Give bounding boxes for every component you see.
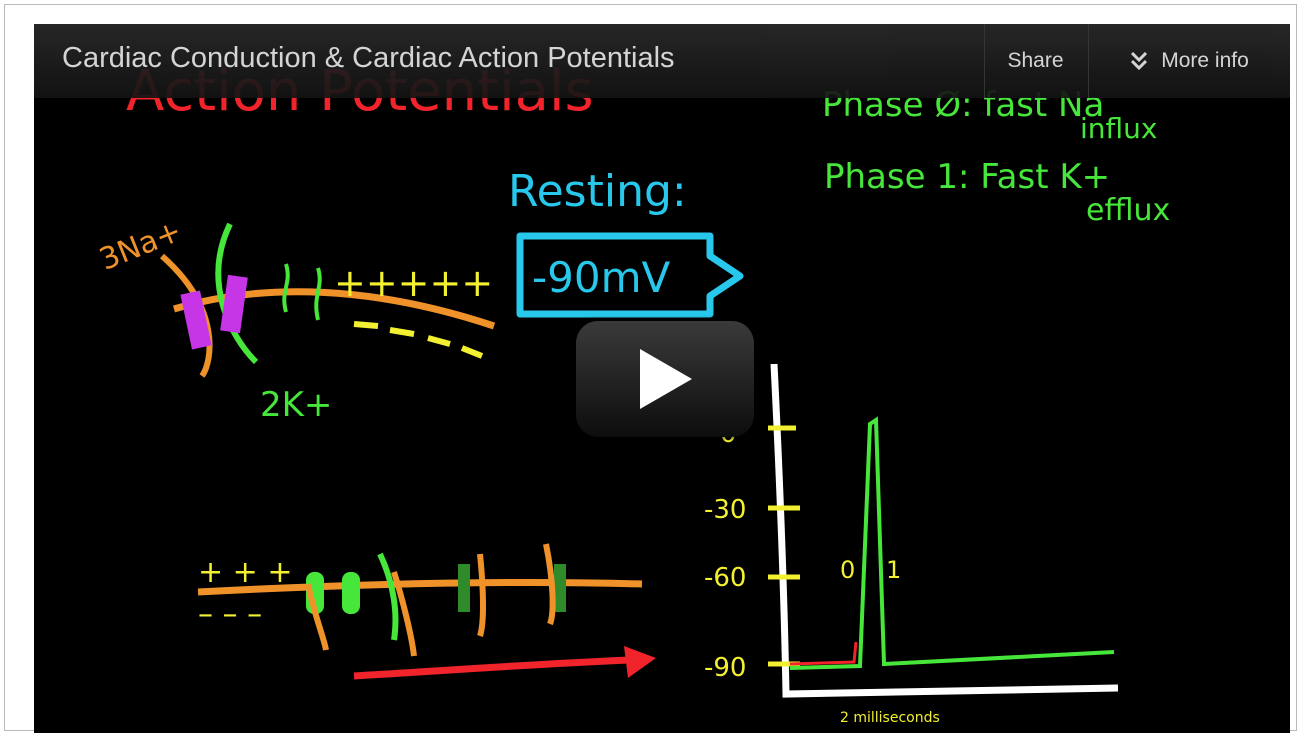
channel-b [342, 572, 360, 614]
lesson-drawing: Action Potentials Phase Ø: fast Na influ… [95, 59, 1171, 726]
phase0-note-line2: influx [1080, 112, 1157, 145]
more-info-button[interactable]: More info [1090, 24, 1290, 98]
share-label: Share [1007, 49, 1064, 72]
divider [1088, 24, 1089, 98]
resting-battery-outline [516, 232, 744, 318]
k-arrow [215, 222, 259, 365]
double-chevron-down-icon [1131, 52, 1148, 70]
channel-c [458, 564, 470, 612]
video-title[interactable]: Cardiac Conduction & Cardiac Action Pote… [62, 42, 675, 74]
pump-right [220, 274, 248, 334]
phase1-note-line1: Phase 1: Fast K+ [824, 157, 1110, 197]
y-tick-30: -30 [704, 495, 746, 525]
phase-mark-1: 1 [886, 556, 901, 584]
propagation-arrowhead [624, 646, 656, 678]
action-potential-trace [789, 416, 1115, 670]
y-tick-60: -60 [704, 563, 746, 593]
play-icon [640, 349, 692, 409]
y-tick-90: -90 [704, 653, 746, 683]
threshold-trace [789, 641, 858, 666]
resting-label: Resting: [508, 166, 687, 217]
video-player[interactable]: Action Potentials Phase Ø: fast Na influ… [34, 24, 1290, 733]
channel-arrows [282, 263, 322, 321]
conduction-arrow-green [377, 552, 399, 641]
axon-positive-charges: + + + [198, 555, 292, 590]
divider [984, 24, 985, 98]
axon-negative-charges: – – – [198, 597, 262, 632]
membrane-curve [172, 288, 496, 330]
share-button[interactable]: Share [984, 24, 1087, 98]
propagation-arrow [353, 656, 631, 680]
membrane-negative-charges [353, 321, 484, 359]
graph-y-ticks: 0 -30 -60 -90 [704, 419, 800, 683]
play-button[interactable] [576, 321, 754, 437]
phase1-note-line2: efflux [1086, 193, 1170, 228]
conduction-arrows-orange [305, 543, 556, 657]
x-axis-note: 2 milliseconds [840, 710, 940, 726]
channel-d [554, 564, 566, 612]
resting-value: -90mV [532, 253, 671, 302]
title-bar: Cardiac Conduction & Cardiac Action Pote… [34, 24, 1290, 98]
pump-left [180, 290, 212, 350]
more-info-label: More info [1161, 49, 1249, 72]
graph-axes [770, 363, 1119, 698]
axon-membrane [197, 578, 643, 596]
phase-mark-0: 0 [840, 556, 855, 584]
k-label: 2K+ [260, 385, 332, 425]
membrane-positive-charges: +++++ [334, 261, 493, 305]
